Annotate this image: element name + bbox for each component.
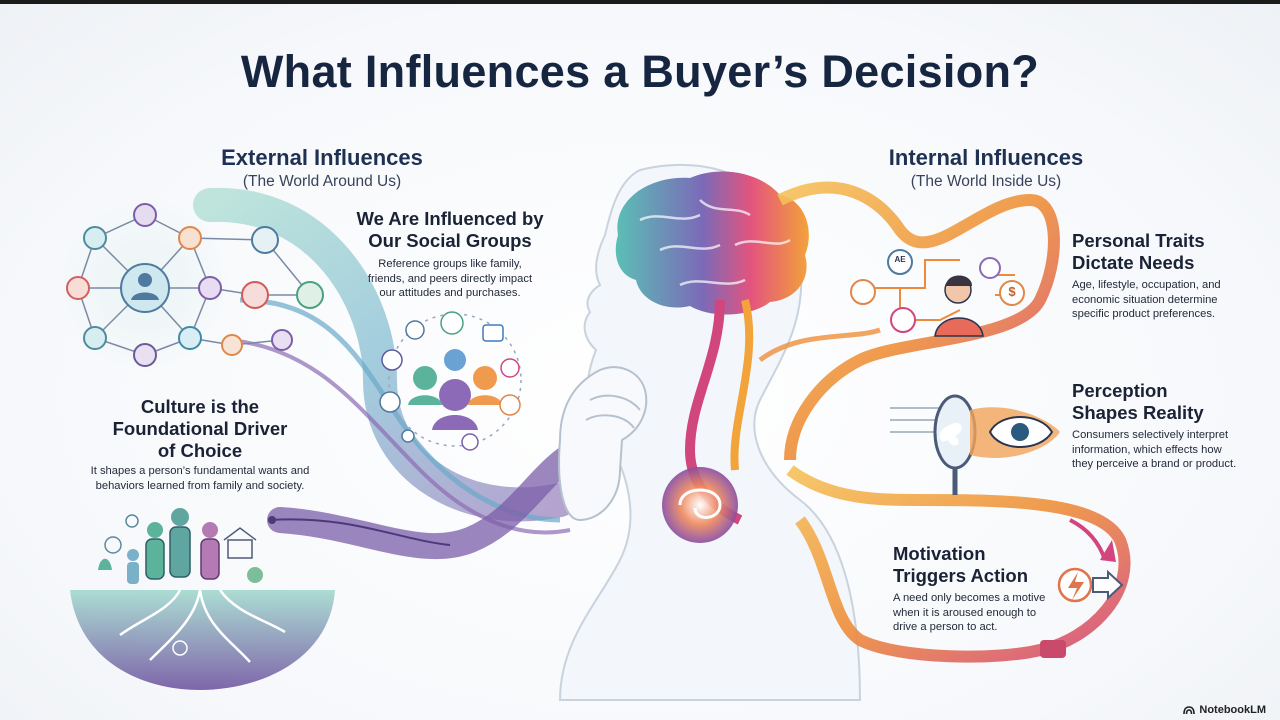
internal-influences-subheading: (The World Inside Us) (910, 173, 1062, 190)
motivation-title: Motivation Triggers Action (893, 543, 1029, 586)
dollar-icon: $ (1008, 284, 1016, 299)
culture-text: It shapes a person’s fundamental wants a… (90, 465, 310, 492)
perception-lens-icon (890, 394, 1060, 495)
motivation-trigger-icon (1040, 567, 1124, 658)
culture-title: Culture is the Foundational Driver of Ch… (112, 396, 288, 461)
top-border (0, 0, 1280, 4)
notebooklm-logo-icon (1183, 706, 1196, 715)
internal-influences-heading: Internal Influences (888, 145, 1084, 170)
motivation-text: A need only becomes a motive when it is … (893, 592, 1046, 633)
notebooklm-brand: NotebookLM (1183, 704, 1266, 716)
personal-traits-text: Age, lifestyle, occupation, and economic… (1072, 279, 1221, 320)
culture-family-icon (70, 508, 335, 690)
social-group-icon (379, 311, 522, 451)
perception-text: Consumers selectively interpret informat… (1072, 429, 1237, 470)
personal-traits-icon (850, 249, 1025, 337)
social-groups-text: Reference groups like family, friends, a… (367, 258, 533, 299)
social-groups-title: We Are Influenced by Our Social Groups (356, 208, 544, 251)
personal-traits-title: Personal Traits Dictate Needs (1072, 230, 1205, 273)
perception-title: Perception Shapes Reality (1072, 380, 1204, 423)
page-title: What Influences a Buyer’s Decision? (240, 46, 1040, 97)
ae-badge-icon: AE (894, 255, 906, 264)
external-influences-subheading: (The World Around Us) (242, 173, 402, 190)
external-influences-heading: External Influences (221, 145, 423, 170)
person-nodes (66, 203, 324, 367)
